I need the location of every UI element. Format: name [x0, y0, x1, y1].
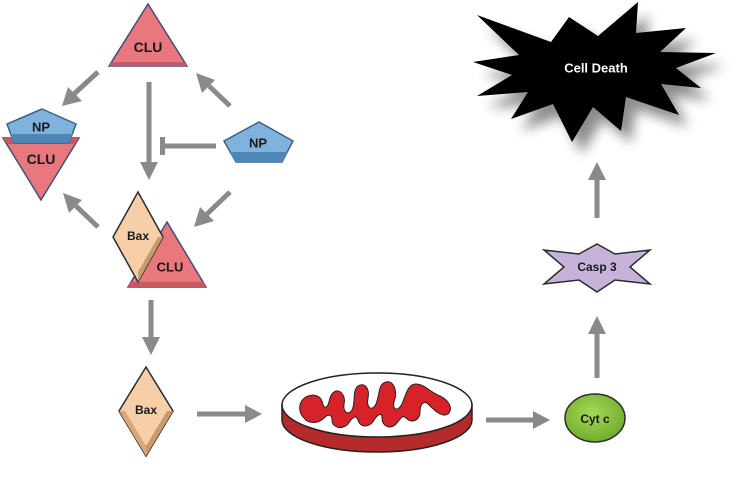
bax-label: Bax: [135, 403, 157, 417]
casp3-label: Casp 3: [577, 260, 617, 274]
mitochondrion-icon: [281, 372, 473, 453]
np-clu-complex-np-label: NP: [32, 120, 50, 135]
np-clu-complex-clu-label: CLU: [27, 151, 56, 167]
np-node-right: NP: [222, 121, 295, 163]
arrow-bax-to-mitochondrion: [197, 405, 262, 423]
arrow-clu-to-bax-clu-complex: [140, 82, 158, 180]
np-right-label: NP: [249, 136, 267, 151]
clu-top-label: CLU: [134, 39, 163, 55]
cyt-c-node: Cyt c: [564, 393, 626, 443]
arrow-bax-clu-to-bax: [142, 300, 160, 355]
cell-death-node: [473, 2, 716, 142]
arrow-bax-clu-to-np-clu-complex: [63, 193, 100, 229]
arrow-np-to-bax-clu-complex: [194, 190, 232, 227]
np-clu-complex-node: NP CLU: [1, 108, 81, 202]
arrow-clu-to-np-clu-complex: [62, 70, 100, 106]
bax-clu-complex-node: Bax CLU: [112, 190, 208, 288]
casp3-node: Casp 3: [541, 243, 653, 293]
bax-node: Bax: [118, 365, 174, 458]
cyt-c-label: Cyt c: [580, 412, 610, 426]
cell-death-label: Cell Death: [564, 61, 628, 76]
arrow-casp3-to-cell-death: [588, 162, 606, 218]
arrow-cyt-c-to-casp3: [588, 316, 606, 378]
bax-clu-complex-bax-label: Bax: [127, 229, 149, 243]
arrow-mitochondrion-to-cyt-c: [486, 411, 550, 429]
clu-node-top: CLU: [107, 2, 189, 67]
arrow-np-to-clu: [196, 73, 232, 108]
inhibition-np-to-clu-bax: [160, 137, 216, 155]
bax-clu-complex-clu-label: CLU: [157, 260, 184, 275]
